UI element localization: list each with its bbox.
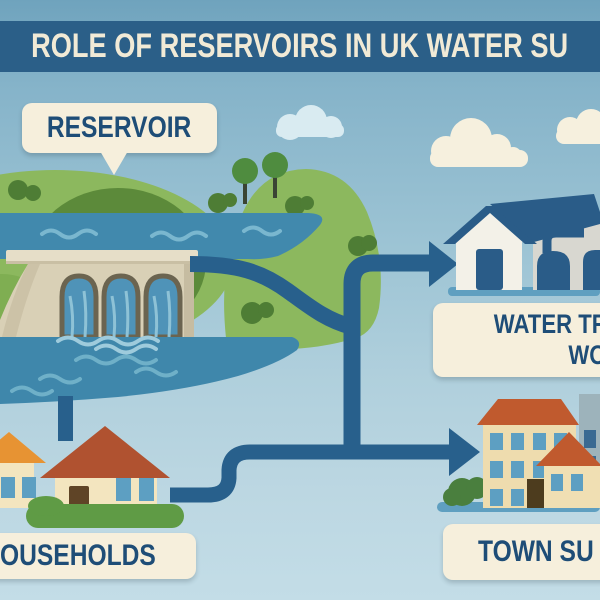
grass	[26, 504, 184, 528]
cloud-icon	[430, 118, 528, 167]
window	[551, 474, 563, 491]
household-houses	[0, 426, 184, 528]
household-drop-pipe	[58, 396, 73, 441]
window	[571, 474, 583, 491]
town-door	[527, 479, 544, 508]
tank-pipe-icon	[542, 228, 584, 253]
lower-river	[0, 335, 300, 404]
building-gable	[456, 212, 524, 242]
house-roof-rust	[40, 426, 170, 478]
tree-icon	[232, 158, 258, 204]
house-roof-orange	[0, 432, 46, 463]
town-front-roof	[536, 432, 600, 466]
reservoir-label: RESERVOIR	[22, 103, 217, 153]
title-bar: ROLE OF RESERVOIRS IN UK WATER SU	[0, 21, 600, 72]
river-foam	[56, 335, 160, 355]
reservoir-label-text: RESERVOIR	[47, 111, 192, 144]
town-supply-label-text: TOWN SU	[478, 535, 594, 568]
households-label-text: OUSEHOLDS	[0, 539, 156, 572]
river-waves	[10, 354, 178, 397]
dam-arch	[101, 273, 141, 340]
households-label: OUSEHOLDS	[0, 533, 196, 579]
window	[22, 477, 36, 498]
building-door	[476, 249, 503, 290]
bush-icon	[443, 477, 488, 506]
water-treatment-label: WATER TREA WORK	[433, 303, 600, 377]
dam-arch	[59, 273, 99, 340]
reservoir-lake	[0, 213, 323, 260]
dam	[0, 250, 198, 340]
storage-tank-icon	[583, 250, 600, 290]
window	[116, 478, 131, 501]
pipe-main-vertical	[343, 254, 432, 448]
bush-icon	[8, 180, 377, 324]
water-treatment-building	[443, 194, 600, 296]
pipe-to-households	[170, 444, 352, 503]
cloud-icon	[556, 109, 600, 144]
window	[139, 478, 154, 501]
cloud-icon	[276, 105, 344, 140]
arrow-to-treatment-icon	[429, 241, 458, 287]
dam-arch	[143, 273, 183, 340]
storage-tank-icon	[537, 251, 570, 290]
town-buildings	[437, 394, 600, 512]
town-supply-label: TOWN SU	[443, 524, 600, 580]
page-title: ROLE OF RESERVOIRS IN UK WATER SU	[31, 27, 569, 65]
house-icon	[0, 432, 46, 508]
building-front-roof	[443, 206, 537, 244]
grass	[28, 496, 64, 516]
window	[1, 477, 15, 498]
window	[584, 430, 596, 448]
water-treatment-label-line2: WORK	[567, 340, 600, 370]
supply-pipes	[170, 254, 452, 503]
lake-waves	[40, 225, 282, 242]
tree-icon	[262, 152, 288, 198]
water-treatment-label-line1: WATER TREA	[493, 308, 600, 339]
reservoir-label-tail	[100, 151, 128, 175]
arrow-to-town-icon	[449, 428, 480, 476]
town-roof	[477, 399, 579, 425]
pipe-from-reservoir	[189, 256, 355, 335]
